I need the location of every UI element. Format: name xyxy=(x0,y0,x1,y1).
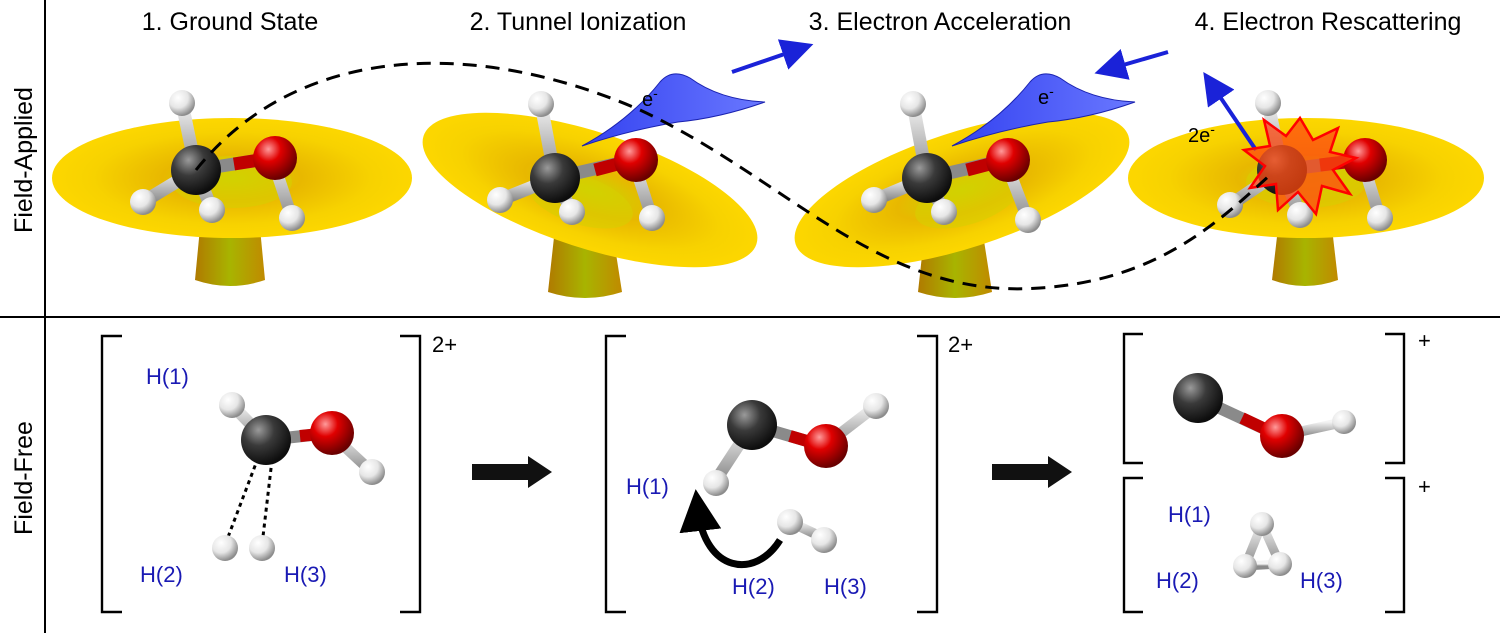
label-h2-fragment-2: H(2) xyxy=(1156,568,1199,593)
reaction-arrow-1 xyxy=(472,456,552,488)
electron-packet-2: e- xyxy=(581,73,766,147)
bracket-stage-1 xyxy=(100,334,422,614)
electron-label-3: e- xyxy=(1038,83,1054,109)
step-title-1: 1. Ground State xyxy=(142,8,319,36)
label-h1-fragment-2: H(1) xyxy=(1168,502,1211,527)
electron-packet-3: e- xyxy=(951,73,1136,147)
collision-burst-icon xyxy=(1240,115,1360,217)
electron-label-4: 2e- xyxy=(1188,121,1215,147)
bracket-stage-3-fragment-1 xyxy=(1122,332,1406,465)
molecule-electron-acceleration xyxy=(861,91,1041,233)
molecule-stage-1 xyxy=(212,392,385,561)
molecule-tunnel-ionization xyxy=(487,91,665,231)
reaction-arrow-2 xyxy=(992,456,1072,488)
charge-fragment-1: + xyxy=(1418,328,1431,353)
step-title-2: 2. Tunnel Ionization xyxy=(470,8,687,36)
molecule-stage-2 xyxy=(703,393,889,553)
charge-stage-1: 2+ xyxy=(432,332,457,357)
electron-label-2: e- xyxy=(642,85,658,111)
step-title-3: 3. Electron Acceleration xyxy=(809,8,1072,36)
label-h2-stage-1: H(2) xyxy=(140,562,183,587)
electron-arrow-4 xyxy=(1203,72,1258,152)
label-h3-stage-2: H(3) xyxy=(824,574,867,599)
molecule-fragment-2 xyxy=(1233,512,1292,578)
electron-arrow-3 xyxy=(1094,49,1169,80)
row-label-field-free: Field-Free xyxy=(10,421,38,535)
row-label-field-applied: Field-Applied xyxy=(10,87,38,233)
label-h3-stage-1: H(3) xyxy=(284,562,327,587)
bracket-stage-3-fragment-2 xyxy=(1122,476,1406,614)
bracket-stage-2 xyxy=(604,334,939,614)
charge-fragment-2: + xyxy=(1418,474,1431,499)
label-h1-stage-2: H(1) xyxy=(626,474,669,499)
charge-stage-2: 2+ xyxy=(948,332,973,357)
label-h1-stage-1: H(1) xyxy=(146,364,189,389)
label-h2-stage-2: H(2) xyxy=(732,574,775,599)
migration-arrow xyxy=(679,489,783,569)
label-h3-fragment-2: H(3) xyxy=(1300,568,1343,593)
electron-arrow-2 xyxy=(731,39,814,74)
molecule-fragment-1 xyxy=(1173,373,1356,458)
potential-well-1 xyxy=(52,118,412,286)
step-title-4: 4. Electron Rescattering xyxy=(1195,8,1462,36)
electron-trajectory xyxy=(194,61,1272,291)
